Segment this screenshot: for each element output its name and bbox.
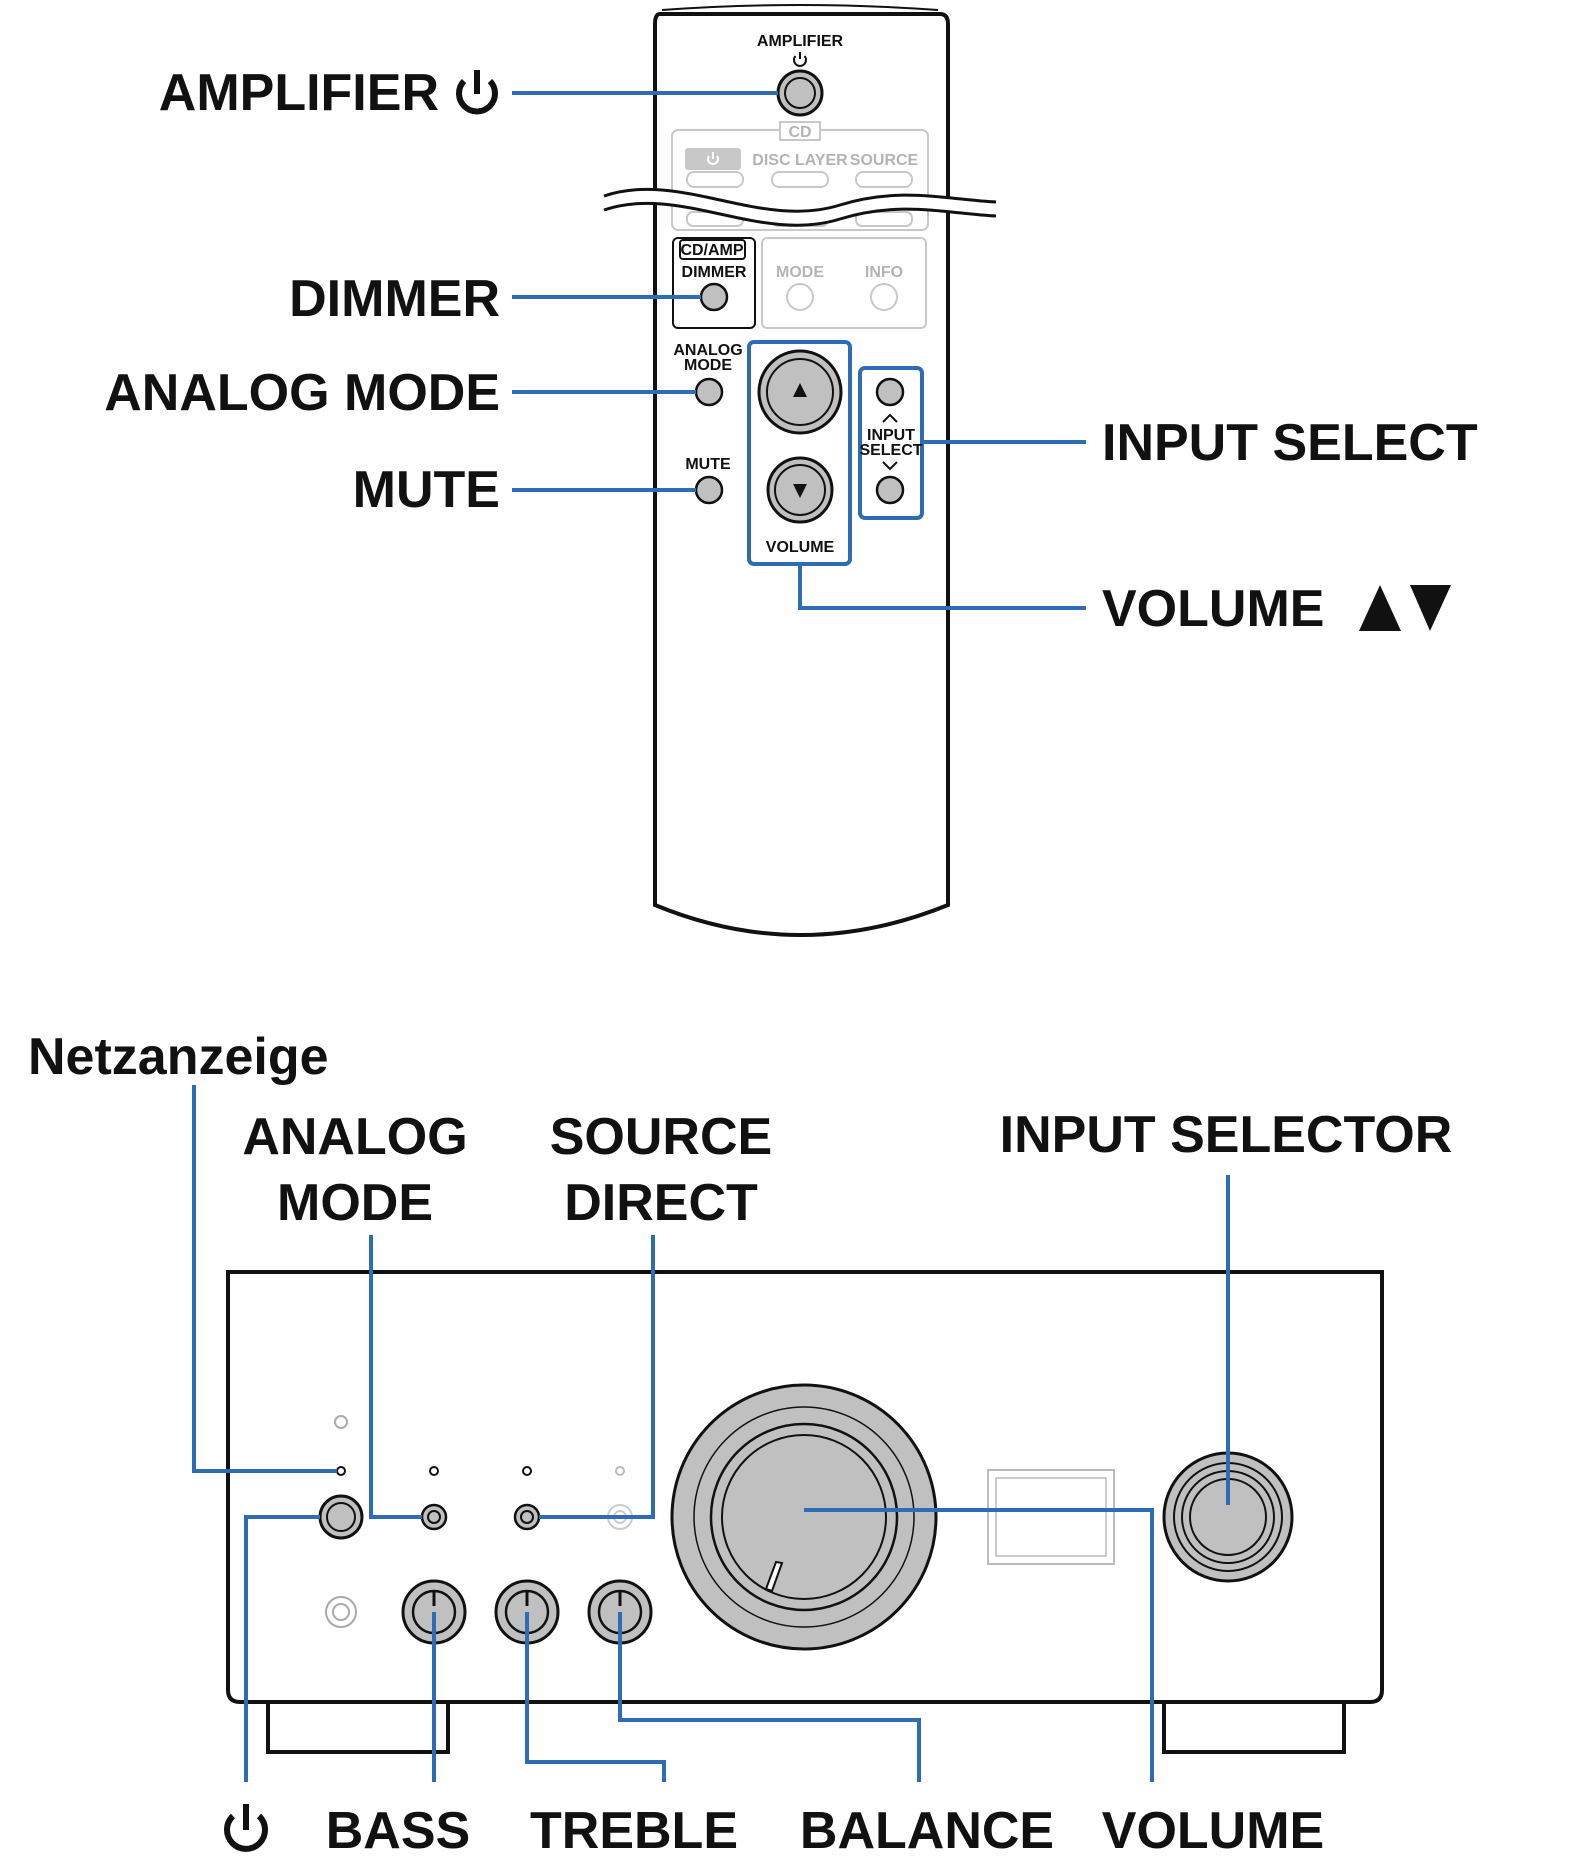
- chevron-down-icon: [882, 461, 898, 471]
- source-direct-led: [522, 1466, 532, 1476]
- power-icon: [456, 70, 498, 115]
- remote-analog-text-2: MODE: [684, 357, 732, 374]
- panel-analog-mode-button[interactable]: [420, 1503, 448, 1531]
- remote-cd-amp-text: CD/AMP: [680, 242, 743, 259]
- label-input-select: INPUT SELECT: [1102, 414, 1478, 472]
- front-panel: [226, 1270, 1384, 1754]
- analog-mode-led: [429, 1466, 439, 1476]
- remote-mode-button: [786, 283, 814, 311]
- remote-amplifier-text: AMPLIFIER: [757, 33, 844, 50]
- label-panel-source-1: SOURCE: [550, 1108, 772, 1166]
- label-panel-analog-2: MODE: [277, 1174, 433, 1232]
- label-dimmer: DIMMER: [289, 270, 500, 328]
- remote-input-select-up-button[interactable]: [875, 377, 905, 407]
- remote-source-text: SOURCE: [850, 152, 919, 169]
- remote-cd-button-2: [771, 171, 829, 188]
- label-volume-remote: VOLUME: [1102, 580, 1324, 638]
- label-input-selector: INPUT SELECTOR: [1000, 1106, 1453, 1164]
- remote-info-button: [870, 283, 898, 311]
- remote-disc-layer-text: DISC LAYER: [752, 152, 848, 169]
- panel-source-direct-button[interactable]: [513, 1503, 541, 1531]
- label-panel-source-2: DIRECT: [564, 1174, 758, 1232]
- remote-mute-button[interactable]: [694, 475, 724, 505]
- label-treble: TREBLE: [530, 1802, 738, 1860]
- power-indicator-led: [336, 1466, 346, 1476]
- indicator-led-4: [615, 1466, 625, 1476]
- remote-power-icon: [793, 52, 807, 67]
- remote-mode-text: MODE: [776, 264, 824, 281]
- volume-up-arrow-icon: [793, 383, 807, 397]
- headphone-jack: [325, 1596, 357, 1628]
- remote-input-select-down-button[interactable]: [875, 475, 905, 505]
- label-amplifier: AMPLIFIER: [159, 64, 439, 122]
- volume-down-arrow-icon: [793, 484, 807, 498]
- remote-analog-mode-button[interactable]: [694, 377, 724, 407]
- label-mute: MUTE: [353, 461, 500, 519]
- remote-dimmer-text: DIMMER: [682, 264, 747, 281]
- remote-volume-text: VOLUME: [766, 539, 835, 556]
- volume-down-triangle-icon: [1410, 585, 1451, 631]
- label-analog-mode: ANALOG MODE: [104, 364, 500, 422]
- label-panel-volume: VOLUME: [1102, 1802, 1324, 1860]
- volume-up-triangle-icon: [1359, 585, 1401, 631]
- label-bass: BASS: [326, 1802, 470, 1860]
- remote-mute-text: MUTE: [685, 456, 731, 473]
- remote-cd-text: CD: [788, 124, 811, 141]
- label-balance: BALANCE: [800, 1802, 1054, 1860]
- remote-cd-button-3: [855, 171, 913, 188]
- remote-dimmer-button[interactable]: [699, 282, 729, 312]
- remote-cut-break: [603, 187, 997, 227]
- remote-cd-button-1: [686, 171, 744, 188]
- remote-input-text-2: SELECT: [859, 442, 922, 459]
- remote-analog-text-1: ANALOG: [673, 342, 742, 359]
- remote-input-text-1: INPUT: [867, 427, 915, 444]
- remote-callout-lines: [512, 91, 1086, 610]
- panel-callout-lines: [192, 1085, 1230, 1782]
- panel-power-label-icon: [224, 1804, 268, 1852]
- remote-info-text: INFO: [865, 264, 903, 281]
- indicator-top-left: [334, 1415, 348, 1429]
- remote-control: AMPLIFIER CD DISC LAYER SOURCE: [603, 4, 997, 937]
- label-netzanzeige: Netzanzeige: [28, 1028, 329, 1086]
- label-panel-analog-1: ANALOG: [242, 1108, 467, 1166]
- chevron-up-icon: [882, 413, 898, 423]
